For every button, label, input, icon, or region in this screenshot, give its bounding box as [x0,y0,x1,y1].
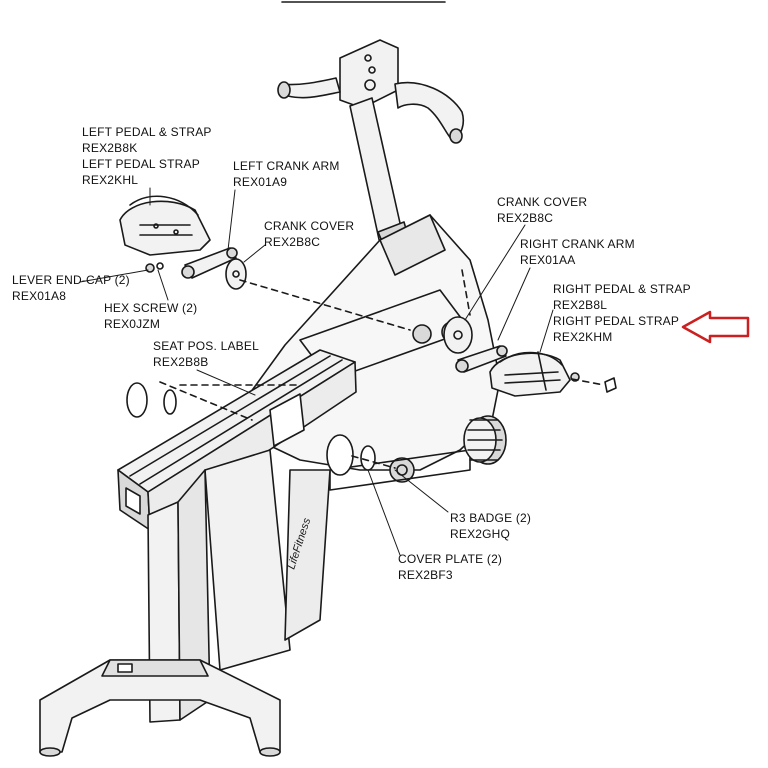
label-lever-end-cap-name: LEVER END-CAP (2) [12,273,130,287]
left-assembly-lines [159,279,411,421]
right-end-cap [570,372,617,393]
label-left-pedal-strap-only-name: LEFT PEDAL STRAP [82,157,200,171]
right-pedal [489,351,571,397]
label-right-pedal-strap: RIGHT PEDAL & STRAP REX2B8L RIGHT PEDAL … [553,281,691,345]
console-post [349,97,409,247]
label-crank-cover-left: CRANK COVER REX2B8C [264,218,354,250]
label-right-pedal-strap-name: RIGHT PEDAL & STRAP [553,282,691,296]
label-crank-cover-left-name: CRANK COVER [264,219,355,233]
right-crank-cover [443,316,473,354]
label-crank-cover-right-name: CRANK COVER [497,195,588,209]
label-seat-pos-name: SEAT POS. LABEL [153,339,259,353]
label-right-pedal-strap-only-name: RIGHT PEDAL STRAP [553,314,680,328]
left-crank-cover [225,258,247,290]
left-crank-arm [181,247,238,279]
label-left-crank-arm-part: REX01A9 [233,175,288,189]
right-crank-arm [455,345,508,373]
label-right-crank-arm-part: REX01AA [520,253,576,267]
label-hex-screw-part: REX0JZM [104,317,161,331]
label-right-crank-arm: RIGHT CRANK ARM REX01AA [520,236,635,268]
label-seat-pos: SEAT POS. LABEL REX2B8B [153,338,259,370]
lower-frame: LifeFitness [204,449,331,671]
label-r3-badge: R3 BADGE (2) REX2GHQ [450,510,531,542]
label-left-crank-arm-name: LEFT CRANK ARM [233,159,340,173]
label-crank-cover-right: CRANK COVER REX2B8C [497,194,587,226]
label-left-crank-arm: LEFT CRANK ARM REX01A9 [233,158,340,190]
label-left-pedal-strap: LEFT PEDAL & STRAP REX2B8K LEFT PEDAL ST… [82,124,212,188]
right-assembly-lines [461,269,605,386]
label-seat-pos-part: REX2B8B [153,355,209,369]
label-right-crank-arm-name: RIGHT CRANK ARM [520,237,635,251]
label-left-pedal-strap-part: REX2B8K [82,141,138,155]
base-stabilizer [39,659,281,757]
left-pedal [119,195,211,256]
leader-lines [79,187,554,556]
label-lever-end-cap: LEVER END-CAP (2) REX01A8 [12,272,130,304]
label-hex-screw: HEX SCREW (2) REX0JZM [104,300,197,332]
seat-label-parts [126,382,177,418]
handlebar [277,77,465,144]
label-r3-badge-name: R3 BADGE (2) [450,511,532,525]
resistance-knob [463,415,507,465]
left-end-cap [145,262,164,273]
label-left-pedal-strap-name: LEFT PEDAL & STRAP [82,125,212,139]
label-lever-end-cap-part: REX01A8 [12,289,67,303]
badge-cover-parts [326,434,396,476]
label-cover-plate-part: REX2BF3 [398,568,453,582]
label-crank-cover-left-part: REX2B8C [264,235,321,249]
console-mount [339,39,399,109]
label-left-pedal-strap-only-part: REX2KHL [82,173,139,187]
label-right-pedal-strap-only-part: REX2KHM [553,330,613,344]
label-hex-screw-name: HEX SCREW (2) [104,301,198,315]
label-cover-plate-name: COVER PLATE (2) [398,552,503,566]
highlight-arrow [681,310,750,344]
label-cover-plate: COVER PLATE (2) REX2BF3 [398,551,502,583]
label-right-pedal-strap-part: REX2B8L [553,298,608,312]
label-crank-cover-right-part: REX2B8C [497,211,554,225]
label-r3-badge-part: REX2GHQ [450,527,511,541]
